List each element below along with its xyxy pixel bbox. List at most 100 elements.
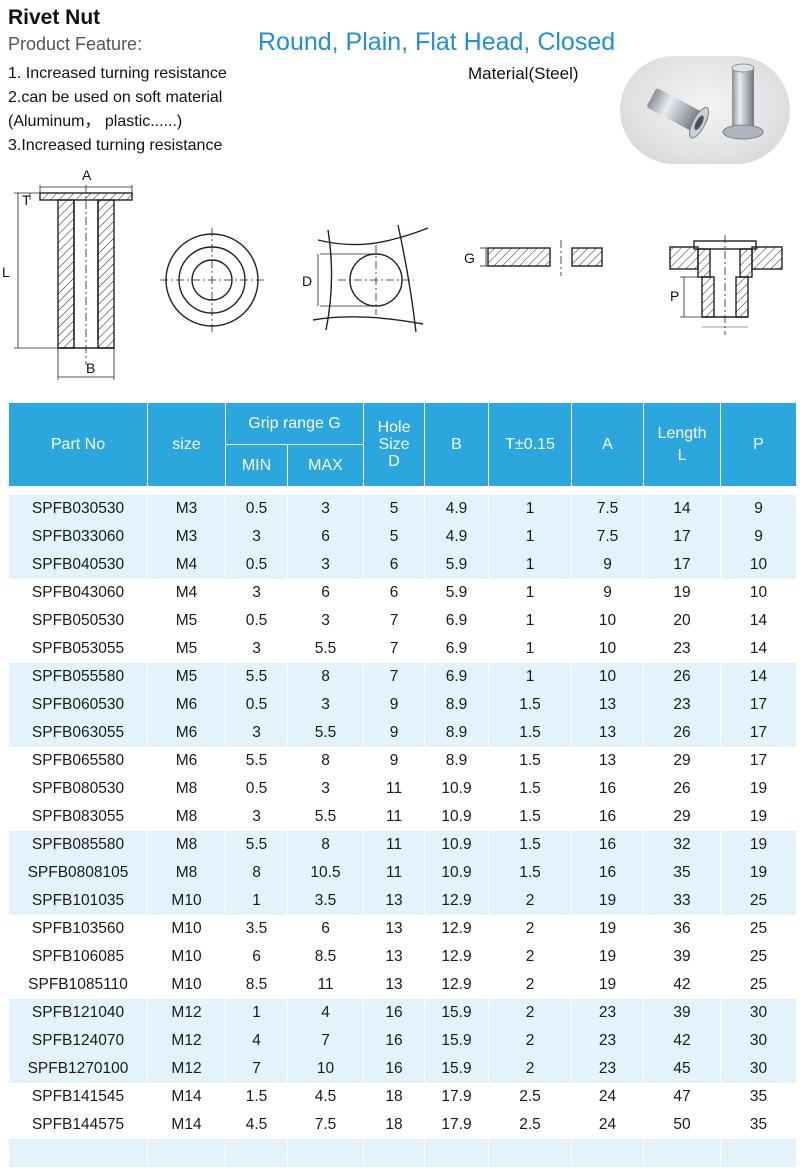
cell-a: 19 — [571, 942, 645, 971]
cell-hole-size: 16 — [363, 1054, 426, 1083]
cell-p: 30 — [720, 1054, 798, 1083]
cell-hole-size: 16 — [363, 1026, 426, 1055]
cell-b: 10.9 — [424, 774, 490, 803]
cell-grip-min: 6 — [225, 942, 288, 971]
cell-p: 19 — [720, 830, 798, 859]
spacer-cell — [488, 486, 573, 495]
cell-length: 35 — [643, 858, 722, 887]
header-a: A — [571, 402, 645, 487]
cell-part-no: SPFB103560 — [8, 914, 148, 943]
header-p: P — [720, 402, 798, 487]
cell-grip-max: 6 — [286, 522, 365, 551]
cell-hole-size: 11 — [363, 830, 426, 859]
cell-p: 30 — [720, 998, 798, 1027]
cell-b: 6.9 — [424, 634, 490, 663]
cell-t: 1 — [488, 606, 573, 635]
cell-hole-size: 18 — [363, 1110, 426, 1139]
material-label: Material(Steel) — [468, 64, 579, 83]
cell-part-no: SPFB063055 — [8, 718, 148, 747]
cell-b: 6.9 — [424, 606, 490, 635]
cell-p: 14 — [720, 634, 798, 663]
header-length-line: L — [677, 446, 687, 464]
header-t: T±0.15 — [488, 402, 573, 487]
cell-hole-size: 7 — [363, 662, 426, 691]
cell-b: 4.9 — [424, 522, 490, 551]
cell-grip-min: 0.5 — [225, 494, 288, 523]
cell-size: M12 — [147, 1026, 226, 1055]
cell-grip-max: 3 — [286, 606, 365, 635]
cell-length: 39 — [643, 998, 722, 1027]
spacer-cell — [424, 486, 490, 495]
grip-thickness-drawing: G — [464, 240, 603, 276]
cell-grip-min: 4 — [225, 1026, 288, 1055]
cell-length: 23 — [643, 634, 722, 663]
cell-length: 47 — [643, 1082, 722, 1111]
spacer-cell — [8, 486, 148, 495]
cell-part-no: SPFB124070 — [8, 1026, 148, 1055]
dimension-label-l: L — [2, 264, 10, 280]
page-title: Rivet Nut — [8, 6, 101, 29]
cell-hole-size: 7 — [363, 606, 426, 635]
cell-grip-max: 6 — [286, 914, 365, 943]
cell-hole-size: 13 — [363, 970, 426, 999]
spacer-cell — [225, 486, 288, 495]
cell-size: M8 — [147, 774, 226, 803]
header-hole-line: D — [388, 453, 400, 470]
header-length: Length L — [643, 402, 722, 487]
cell-b: 12.9 — [424, 914, 490, 943]
cell-grip-max: 3 — [286, 690, 365, 719]
cell-grip-min: 3 — [225, 522, 288, 551]
cell-b: 12.9 — [424, 970, 490, 999]
spacer-cell — [720, 486, 798, 495]
cell-grip-max: 5.5 — [286, 634, 365, 663]
cell-a: 24 — [571, 1082, 645, 1111]
cell-t: 2 — [488, 942, 573, 971]
cell-grip-max: 7 — [286, 1026, 365, 1055]
cell-size: M6 — [147, 718, 226, 747]
cell-p: 25 — [720, 914, 798, 943]
cell-grip-min: 3.5 — [225, 914, 288, 943]
cell-hole-size: 13 — [363, 942, 426, 971]
product-feature-label: Product Feature: — [8, 34, 143, 54]
cell-a: 9 — [571, 578, 645, 607]
cell-b: 15.9 — [424, 1026, 490, 1055]
header-hole-size: Hole Size D — [363, 402, 426, 487]
cell-a: 10 — [571, 662, 645, 691]
cell-grip-max: 7.5 — [286, 1110, 365, 1139]
cell-part-no: SPFB043060 — [8, 578, 148, 607]
cell-part-no: SPFB033060 — [8, 522, 148, 551]
feature-list: 1. Increased turning resistance 2.can be… — [8, 62, 227, 158]
cell-a: 16 — [571, 802, 645, 831]
cell-a: 23 — [571, 1054, 645, 1083]
cell-a: 10 — [571, 634, 645, 663]
cell-p: 25 — [720, 886, 798, 915]
side-section-drawing: A T L B — [2, 167, 133, 380]
top-view-drawing — [160, 228, 264, 332]
header-min: MIN — [225, 444, 288, 487]
cell-part-no: SPFB050530 — [8, 606, 148, 635]
cell-size: M3 — [147, 522, 226, 551]
header-length-line: Length — [657, 424, 707, 442]
cell-size: M10 — [147, 970, 226, 999]
spacer-cell — [147, 486, 226, 495]
cell-grip-min: 1 — [225, 886, 288, 915]
cell-hole-size: 11 — [363, 774, 426, 803]
cell-hole-size: 11 — [363, 858, 426, 887]
cell-p: 35 — [720, 1110, 798, 1139]
cell-grip-min: 3 — [225, 578, 288, 607]
cell-b: 8.9 — [424, 718, 490, 747]
cell-length: 26 — [643, 774, 722, 803]
cell-length: 29 — [643, 746, 722, 775]
cell-a: 13 — [571, 746, 645, 775]
cell-p: 19 — [720, 774, 798, 803]
cell-size: M3 — [147, 494, 226, 523]
cell-grip-min: 3 — [225, 634, 288, 663]
header-max: MAX — [286, 444, 365, 487]
cell-t: 1 — [488, 494, 573, 523]
